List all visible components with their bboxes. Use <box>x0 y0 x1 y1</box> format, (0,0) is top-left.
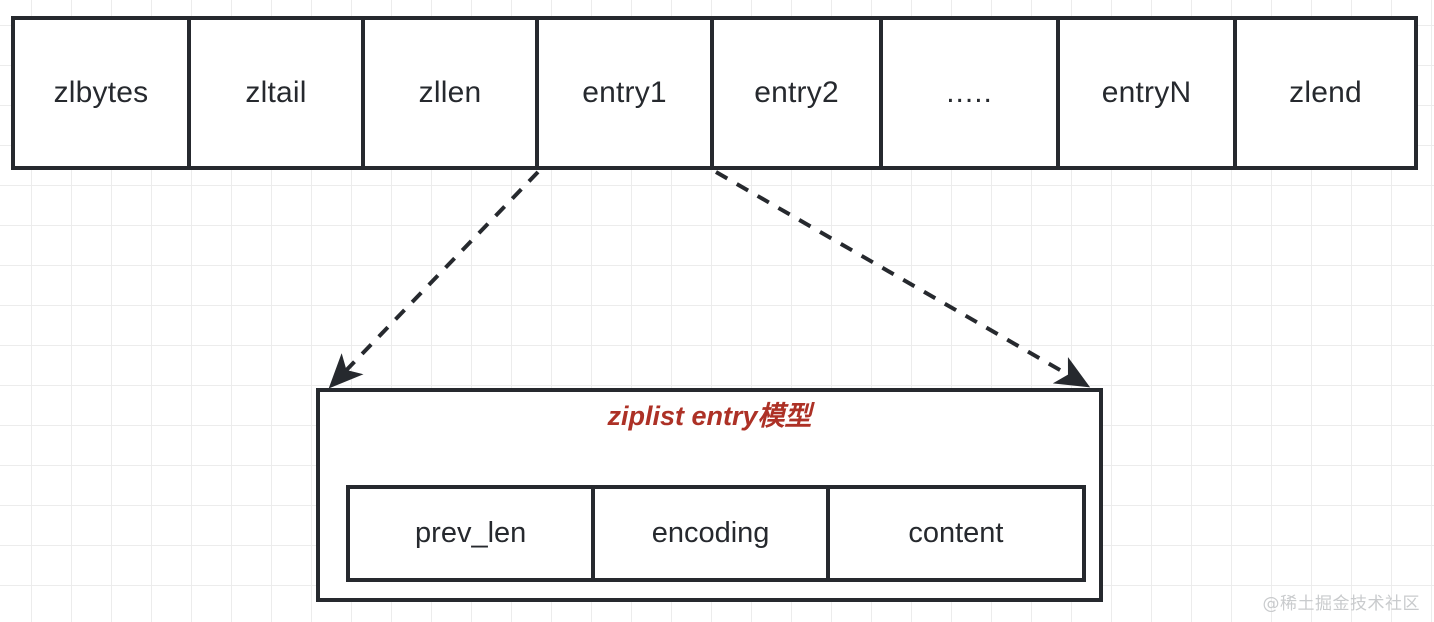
ziplist-cell-label: zlend <box>1289 76 1362 109</box>
ziplist-cell-label: ..... <box>946 76 993 109</box>
ziplist-cell-entry1: entry1 <box>539 20 715 166</box>
connector-entry2-to-model <box>715 170 1091 388</box>
ziplist-cell-zltail: zltail <box>191 20 366 166</box>
ziplist-cell-entry2: entry2 <box>714 20 884 166</box>
entry-field-content: content <box>829 489 1082 578</box>
ziplist-cell-zlbytes: zlbytes <box>15 20 191 166</box>
entry-model-box: ziplist entry模型 prev_len encoding conten… <box>316 388 1103 602</box>
ziplist-row: zlbytes zltail zllen entry1 entry2 .....… <box>11 16 1418 170</box>
ziplist-cell-label: entryN <box>1101 76 1192 109</box>
entry-field-encoding: encoding <box>595 489 830 578</box>
connector-entry1-to-model <box>328 170 540 389</box>
ziplist-cell-entryn: entryN <box>1060 20 1238 166</box>
entry-fields-row: prev_len encoding content <box>346 485 1086 582</box>
entry-field-prev-len: prev_len <box>350 489 596 578</box>
ziplist-cell-zllen: zllen <box>365 20 540 166</box>
entry-model-title: ziplist entry模型 <box>607 401 812 431</box>
ziplist-cell-label: entry1 <box>582 76 667 109</box>
ziplist-cell-zlend: zlend <box>1237 20 1414 166</box>
entry-field-label: content <box>908 517 1004 549</box>
ziplist-cell-label: zlbytes <box>53 76 149 109</box>
ziplist-cell-label: zltail <box>245 76 307 109</box>
entry-field-label: prev_len <box>415 517 527 549</box>
ziplist-cell-label: entry2 <box>754 76 839 109</box>
ziplist-cell-label: zllen <box>418 76 482 109</box>
watermark: @稀土掘金技术社区 <box>1262 594 1420 614</box>
ziplist-cell-ellipsis: ..... <box>883 20 1061 166</box>
entry-field-label: encoding <box>651 517 770 549</box>
